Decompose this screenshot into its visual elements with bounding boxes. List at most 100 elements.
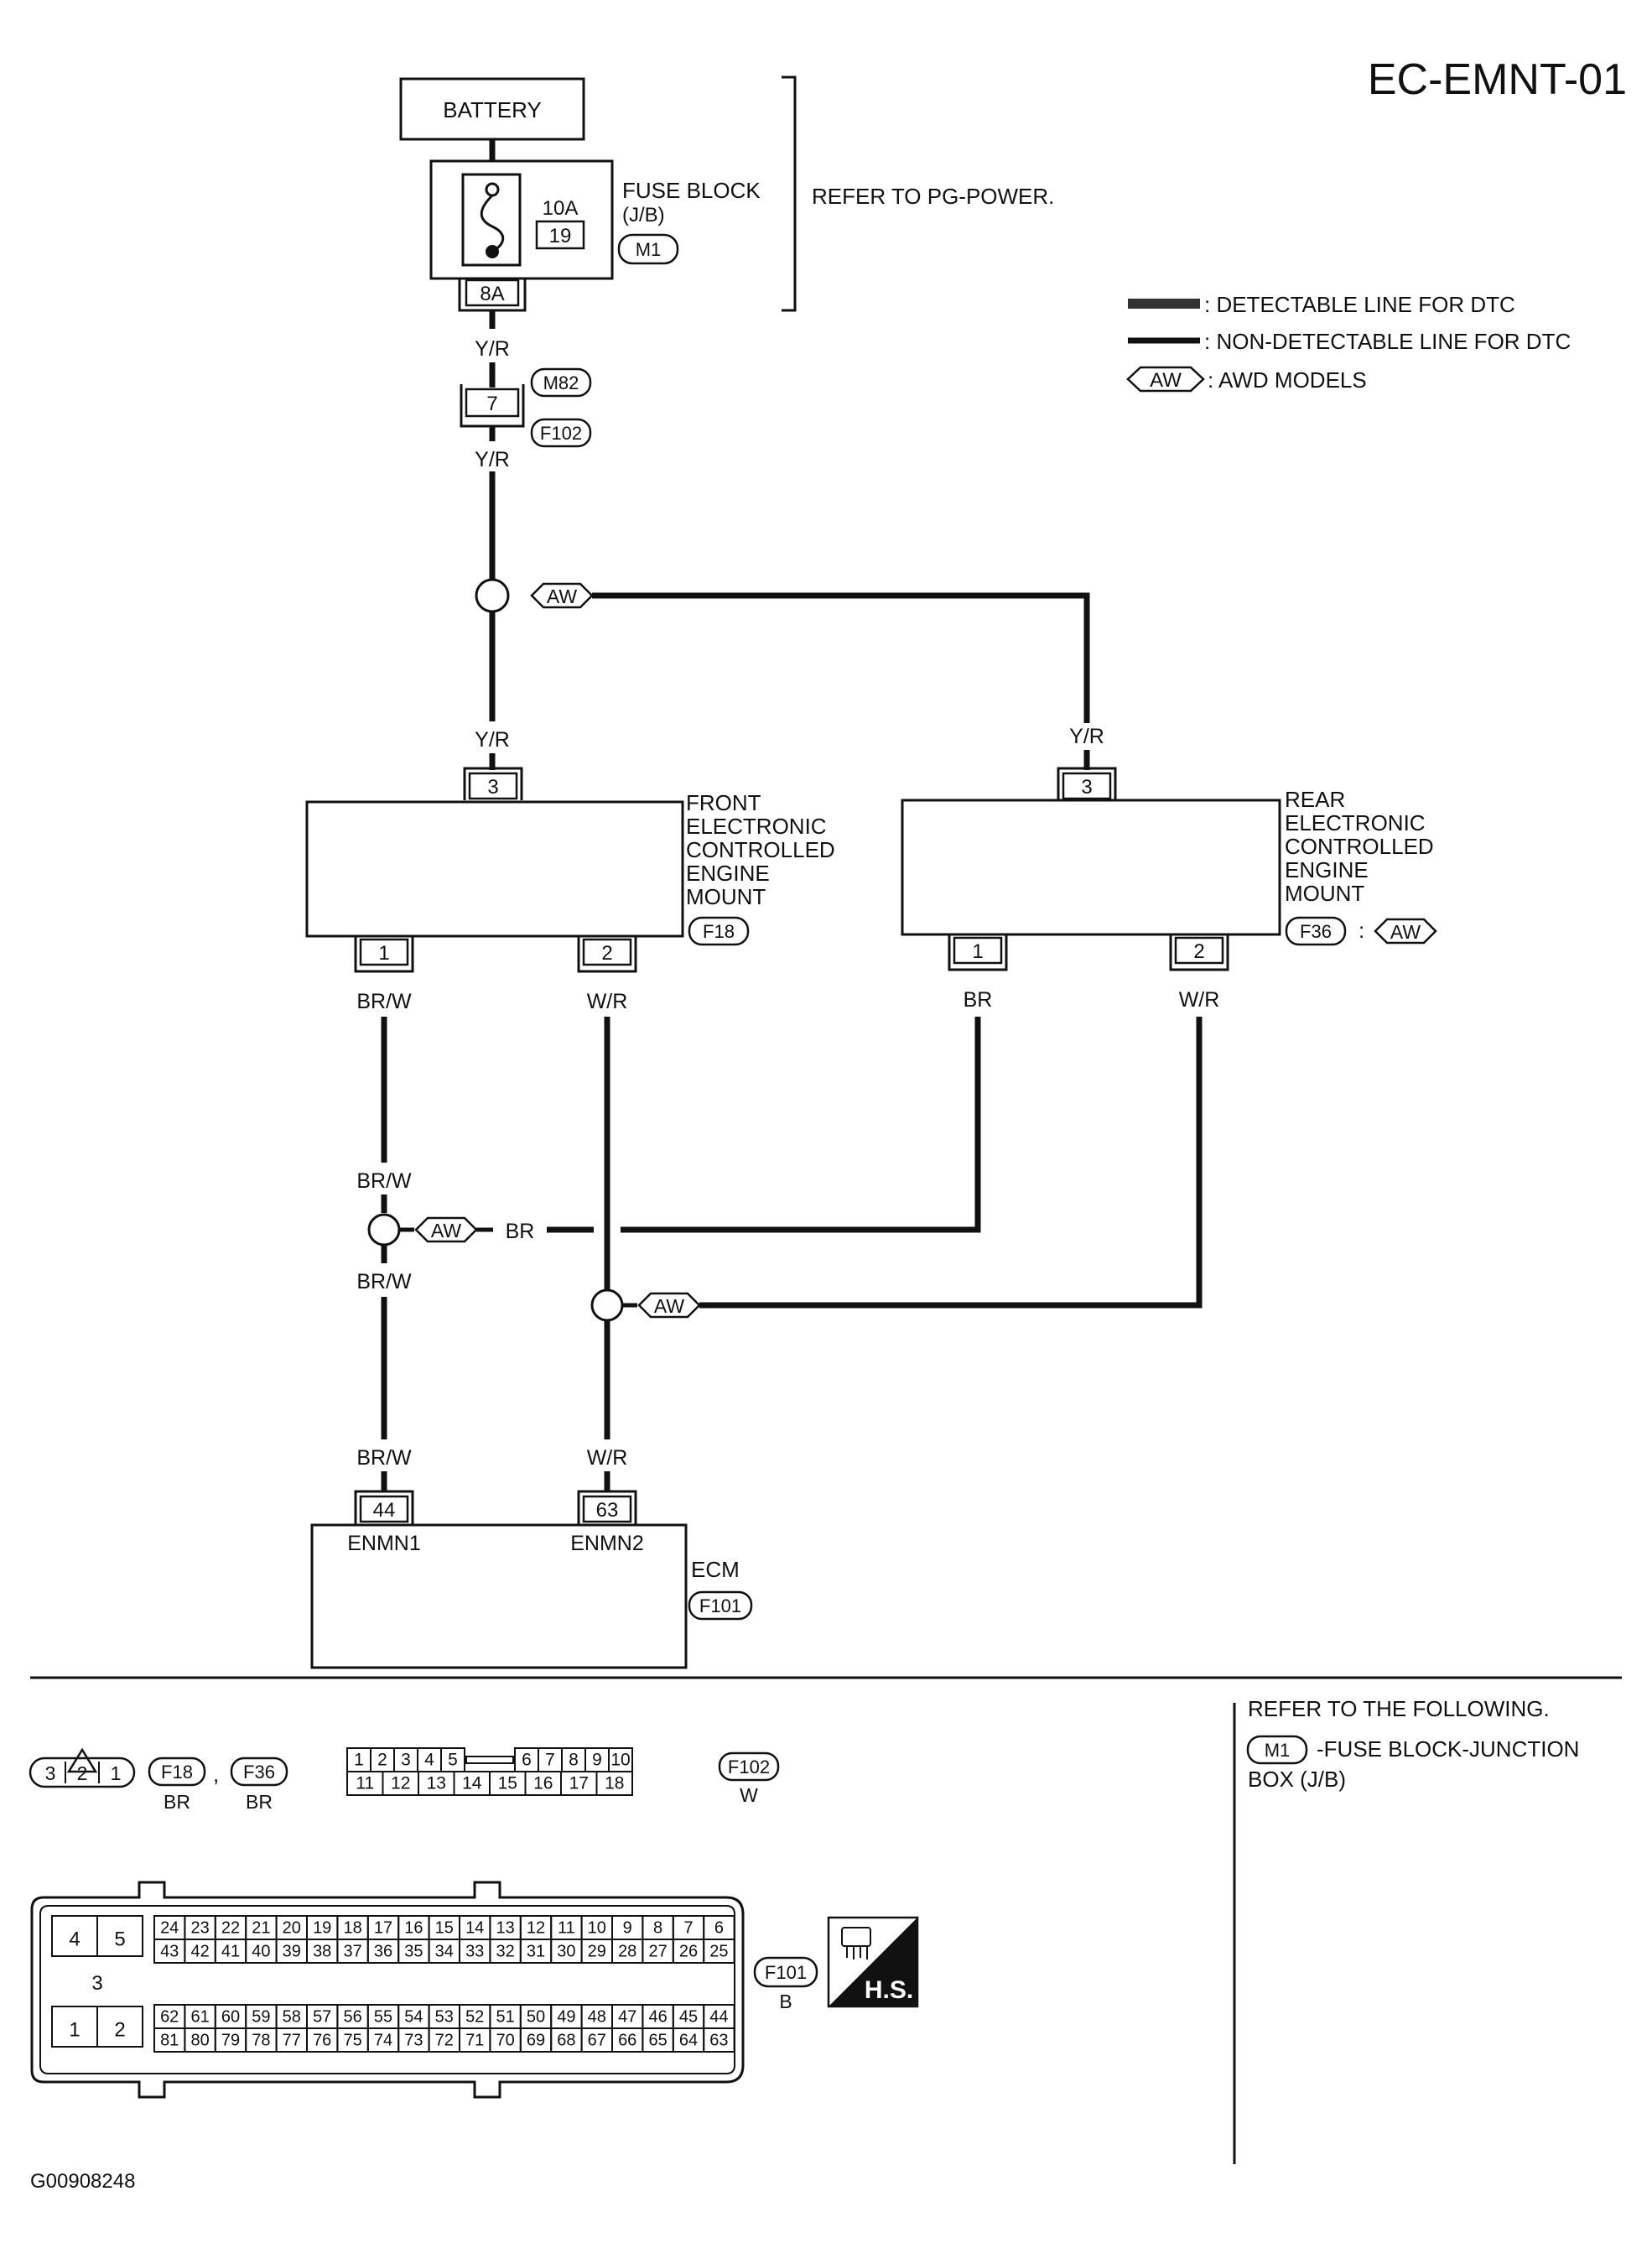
front-mount-label-3: CONTROLLED	[686, 837, 835, 862]
f101-pin-39: 39	[283, 1943, 301, 1961]
f101-pin-56: 56	[343, 2008, 361, 2027]
front-pin3-bracket	[463, 767, 523, 800]
f101-pin-63-cell	[703, 2027, 735, 2053]
f101-pin-26: 26	[679, 1943, 698, 1961]
f101-pin-43: 43	[160, 1943, 179, 1961]
front-mount-label-4: ENGINE	[686, 861, 770, 886]
ecm-pin44: 44	[373, 1499, 396, 1522]
junction-yr	[475, 578, 510, 613]
f101-pin-13: 13	[496, 1919, 514, 1938]
f101-pin-79: 79	[221, 2032, 240, 2050]
f101-pin-67: 67	[588, 2032, 606, 2050]
f102-pin-4: 4	[424, 1751, 434, 1770]
f101-pin-76: 76	[313, 2032, 331, 2050]
connector-f101-label: F101	[699, 1595, 741, 1616]
f101-pin-9: 9	[623, 1919, 632, 1938]
fuse-terminal-top	[485, 182, 500, 197]
f102-pin-18-cell	[595, 1771, 633, 1796]
ecm-pin63-bracket	[577, 1490, 637, 1525]
fuse-block-jb-label: (J/B)	[622, 204, 665, 226]
rear-pin2-box	[1174, 936, 1224, 965]
wire-label-brw-2: BR/W	[356, 1169, 412, 1193]
brw-awd-tag-text: AW	[431, 1220, 461, 1241]
terminal-8a-box	[465, 278, 520, 307]
f101-pin-21: 21	[252, 1919, 270, 1938]
front-pin2: 2	[601, 942, 612, 965]
f101-pin-40: 40	[252, 1943, 270, 1961]
refer-following-text2: BOX (J/B)	[1248, 1767, 1346, 1792]
awd-tag-text: AW	[547, 586, 577, 607]
f101-pin-81: 81	[160, 2032, 179, 2050]
f102-pin-5: 5	[448, 1751, 458, 1770]
f101-pin-45: 45	[679, 2008, 698, 2027]
rear-pin1-box	[953, 936, 1003, 965]
f102-pin-3: 3	[401, 1751, 411, 1770]
f102-pin-15: 15	[498, 1774, 517, 1793]
front-pin1-bracket	[354, 936, 414, 973]
connector-tag-f102	[530, 418, 592, 448]
f101-pin-30: 30	[557, 1943, 575, 1961]
f101-pin-11: 11	[558, 1919, 575, 1938]
awd-tag-icon	[1374, 918, 1437, 945]
ref-m1-label: M1	[1265, 1740, 1291, 1761]
f101-pin-69: 69	[527, 2032, 545, 2050]
f101-pin-57: 57	[313, 2008, 331, 2027]
rear-pin1-bracket	[948, 934, 1008, 971]
fuse-block-label: FUSE BLOCK	[622, 178, 761, 203]
f102-pin-12: 12	[391, 1774, 410, 1793]
front-pin3: 3	[487, 776, 498, 799]
rear-pin3-bracket	[1057, 767, 1117, 800]
wire-label-wr-rear: W/R	[1179, 988, 1220, 1012]
legend-non-detectable: : NON-DETECTABLE LINE FOR DTC	[1204, 329, 1571, 354]
ecm-pin44-bracket	[354, 1490, 414, 1525]
f101-pin-54: 54	[404, 2008, 423, 2027]
f101-pin-77: 77	[283, 2032, 301, 2050]
wire-label-yr-rear: Y/R	[1069, 725, 1104, 748]
f102-pin-11: 11	[356, 1774, 374, 1793]
awd-tag-icon	[1126, 366, 1205, 393]
f102-pin-17: 17	[569, 1774, 589, 1793]
f101-pin-72: 72	[435, 2032, 454, 2050]
f101-pin-71: 71	[465, 2032, 484, 2050]
connector-comma: ,	[213, 1762, 219, 1787]
f102-pin-7: 7	[545, 1751, 555, 1770]
rear-colon: :	[1358, 918, 1364, 943]
f101-pin-41: 41	[221, 1943, 240, 1961]
f101-pin-27: 27	[648, 1943, 667, 1961]
f36-view-label: F36	[243, 1762, 275, 1783]
connector-m1-label: M1	[636, 239, 662, 260]
front-mount-label-5: MOUNT	[686, 884, 766, 909]
connector-tag-f101-view	[753, 1956, 818, 1988]
f102-pin-10: 10	[610, 1751, 630, 1770]
fuse-number: 19	[549, 225, 572, 247]
f101-pin-58: 58	[283, 2008, 301, 2027]
fuse-terminal-bottom	[486, 245, 499, 258]
refer-note: REFER TO PG-POWER.	[812, 184, 1054, 209]
f101-pin-75: 75	[343, 2032, 361, 2050]
front-pin3-box	[468, 772, 518, 800]
f101-color: B	[779, 1991, 792, 2012]
f101-pin-12: 12	[527, 1919, 545, 1938]
f101-pin-3: 3	[91, 1972, 102, 1995]
wire-label-wr-1: W/R	[587, 990, 628, 1013]
connector-key-icon	[66, 1747, 98, 1773]
connector-tag-f36-view	[230, 1757, 288, 1787]
f102-pin-1: 1	[354, 1751, 364, 1770]
f101-connector-inner	[39, 1905, 735, 2074]
f101-pin-80: 80	[190, 2032, 209, 2050]
hs-badge-text: H.S.	[865, 1976, 913, 2004]
ecm-enmn1: ENMN1	[347, 1532, 421, 1555]
f101-pin-59: 59	[252, 2008, 270, 2027]
f101-pin-16: 16	[404, 1919, 423, 1938]
f102-pin-6: 6	[522, 1751, 532, 1770]
f101-pin-5-cell	[96, 1915, 143, 1957]
f101-pin-34: 34	[435, 1943, 454, 1961]
wire-label-br-mid: BR	[506, 1220, 535, 1243]
page-title: EC-EMNT-01	[1368, 55, 1627, 104]
f101-pin-44: 44	[709, 2008, 728, 2027]
rear-mount-label-3: CONTROLLED	[1285, 834, 1434, 859]
connector-tag-f36	[1285, 916, 1347, 946]
harness-icon	[841, 1927, 871, 1960]
wire-label-yr-2: Y/R	[475, 448, 510, 471]
rear-pin1: 1	[972, 940, 983, 963]
